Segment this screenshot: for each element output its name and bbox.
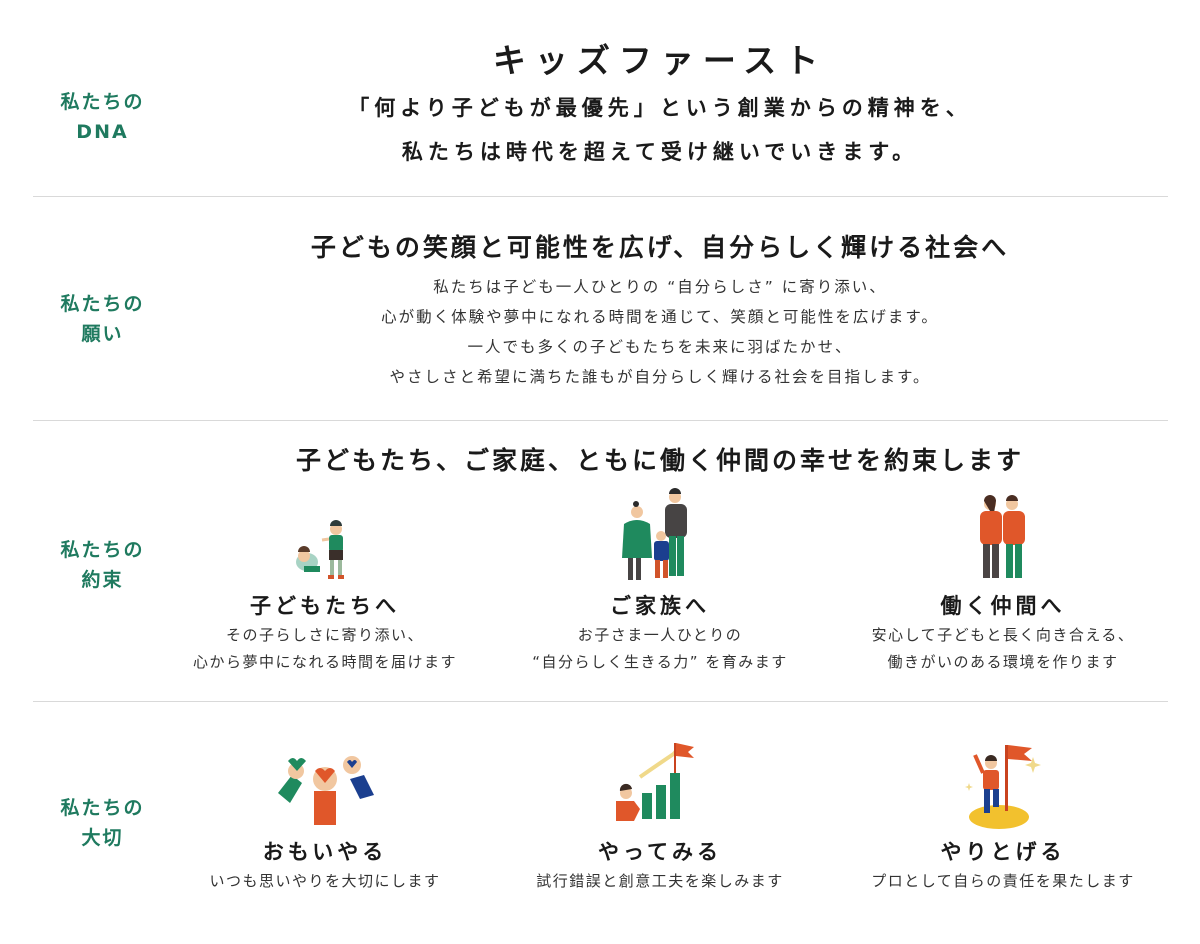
promise-card-family: ご家族へ お子さま一人ひとりの “自分らしく生きる力” を育みます [495, 484, 825, 676]
promise-card-desc: 安心して子どもと長く向き合える、 働きがいのある環境を作ります [838, 622, 1168, 676]
desc-line: “自分らしく生きる力” を育みます [532, 653, 788, 671]
desc-line: 働きがいのある環境を作ります [887, 653, 1119, 671]
promise-card-title: 働く仲間へ [940, 594, 1066, 618]
promise-card-coworkers: 働く仲間へ 安心して子どもと長く向き合える、 働きがいのある環境を作ります [838, 484, 1168, 676]
value-card-omoiyaru: おもいやる いつも思いやりを大切にします [160, 730, 490, 895]
divider [33, 420, 1168, 421]
wish-body-line: 私たちは子ども一人ひとりの “自分らしさ” に寄り添い、 [433, 278, 887, 296]
wish-label-line2: 願い [81, 323, 124, 345]
value-card-title: おもいやる [262, 840, 388, 864]
promise-card-title: 子どもたちへ [250, 594, 400, 618]
wish-body-line: 一人でも多くの子どもたちを未来に羽ばたかせ、 [467, 338, 853, 356]
divider [33, 701, 1168, 702]
promise-label-line2: 約束 [81, 569, 124, 591]
dna-label-line2: DNA [76, 121, 129, 143]
growth-chart-flag-illustration [495, 730, 825, 830]
family-illustration [495, 484, 825, 584]
promise-card-title: ご家族へ [610, 594, 710, 618]
value-card-desc: いつも思いやりを大切にします [209, 872, 441, 890]
wish-label-line1: 私たちの [60, 293, 145, 315]
desc-line: 安心して子どもと長く向き合える、 [871, 626, 1135, 644]
desc-line: お子さま一人ひとりの [577, 626, 743, 644]
value-card-yattemiru: やってみる 試行錯誤と創意工夫を楽しみます [495, 730, 825, 895]
value-card-yaritogeru: やりとげる プロとして自らの責任を果たします [838, 730, 1168, 895]
wish-body-line: やさしさと希望に満ちた誰もが自分らしく輝ける社会を目指します。 [389, 368, 931, 386]
value-card-desc: 試行錯誤と創意工夫を楽しみます [536, 872, 784, 890]
promise-label: 私たちの 約束 [40, 535, 165, 595]
divider [33, 196, 1168, 197]
promise-card-desc: お子さま一人ひとりの “自分らしく生きる力” を育みます [495, 622, 825, 676]
dna-label: 私たちの DNA [40, 87, 165, 147]
promise-card-desc: その子らしさに寄り添い、 心から夢中になれる時間を届けます [160, 622, 490, 676]
wish-body-line: 心が動く体験や夢中になれる時間を通じて、笑顔と可能性を広げます。 [381, 308, 939, 326]
promise-card-children: 子どもたちへ その子らしさに寄り添い、 心から夢中になれる時間を届けます [160, 484, 490, 676]
values-label-line2: 大切 [81, 827, 124, 849]
wish-label: 私たちの 願い [40, 289, 165, 349]
values-label: 私たちの 大切 [40, 793, 165, 853]
promise-label-line1: 私たちの [60, 539, 145, 561]
dna-lead: 「何より子どもが最優先」という創業からの精神を、 私たちは時代を超えて受け継いで… [180, 86, 1140, 174]
dna-lead-line1: 「何より子どもが最優先」という創業からの精神を、 [348, 96, 972, 120]
summit-flag-illustration [838, 730, 1168, 830]
value-card-title: やってみる [598, 840, 722, 864]
dna-label-line1: 私たちの [60, 91, 145, 113]
wish-body: 私たちは子ども一人ひとりの “自分らしさ” に寄り添い、 心が動く体験や夢中にな… [180, 272, 1140, 392]
children-illustration [160, 484, 490, 584]
hands-hearts-illustration [160, 730, 490, 830]
dna-title: キッズファースト [492, 41, 828, 80]
value-card-title: やりとげる [940, 840, 1066, 864]
dna-lead-line2: 私たちは時代を超えて受け継いでいきます。 [401, 140, 919, 164]
coworkers-illustration [838, 484, 1168, 584]
desc-line: 心から夢中になれる時間を届けます [192, 653, 457, 671]
desc-line: その子らしさに寄り添い、 [225, 626, 424, 644]
values-label-line1: 私たちの [60, 797, 145, 819]
promise-heading: 子どもたち、ご家庭、ともに働く仲間の幸せを約束します [295, 446, 1024, 475]
value-card-desc: プロとして自らの責任を果たします [871, 872, 1135, 890]
wish-heading: 子どもの笑顔と可能性を広げ、自分らしく輝ける社会へ [310, 233, 1010, 262]
